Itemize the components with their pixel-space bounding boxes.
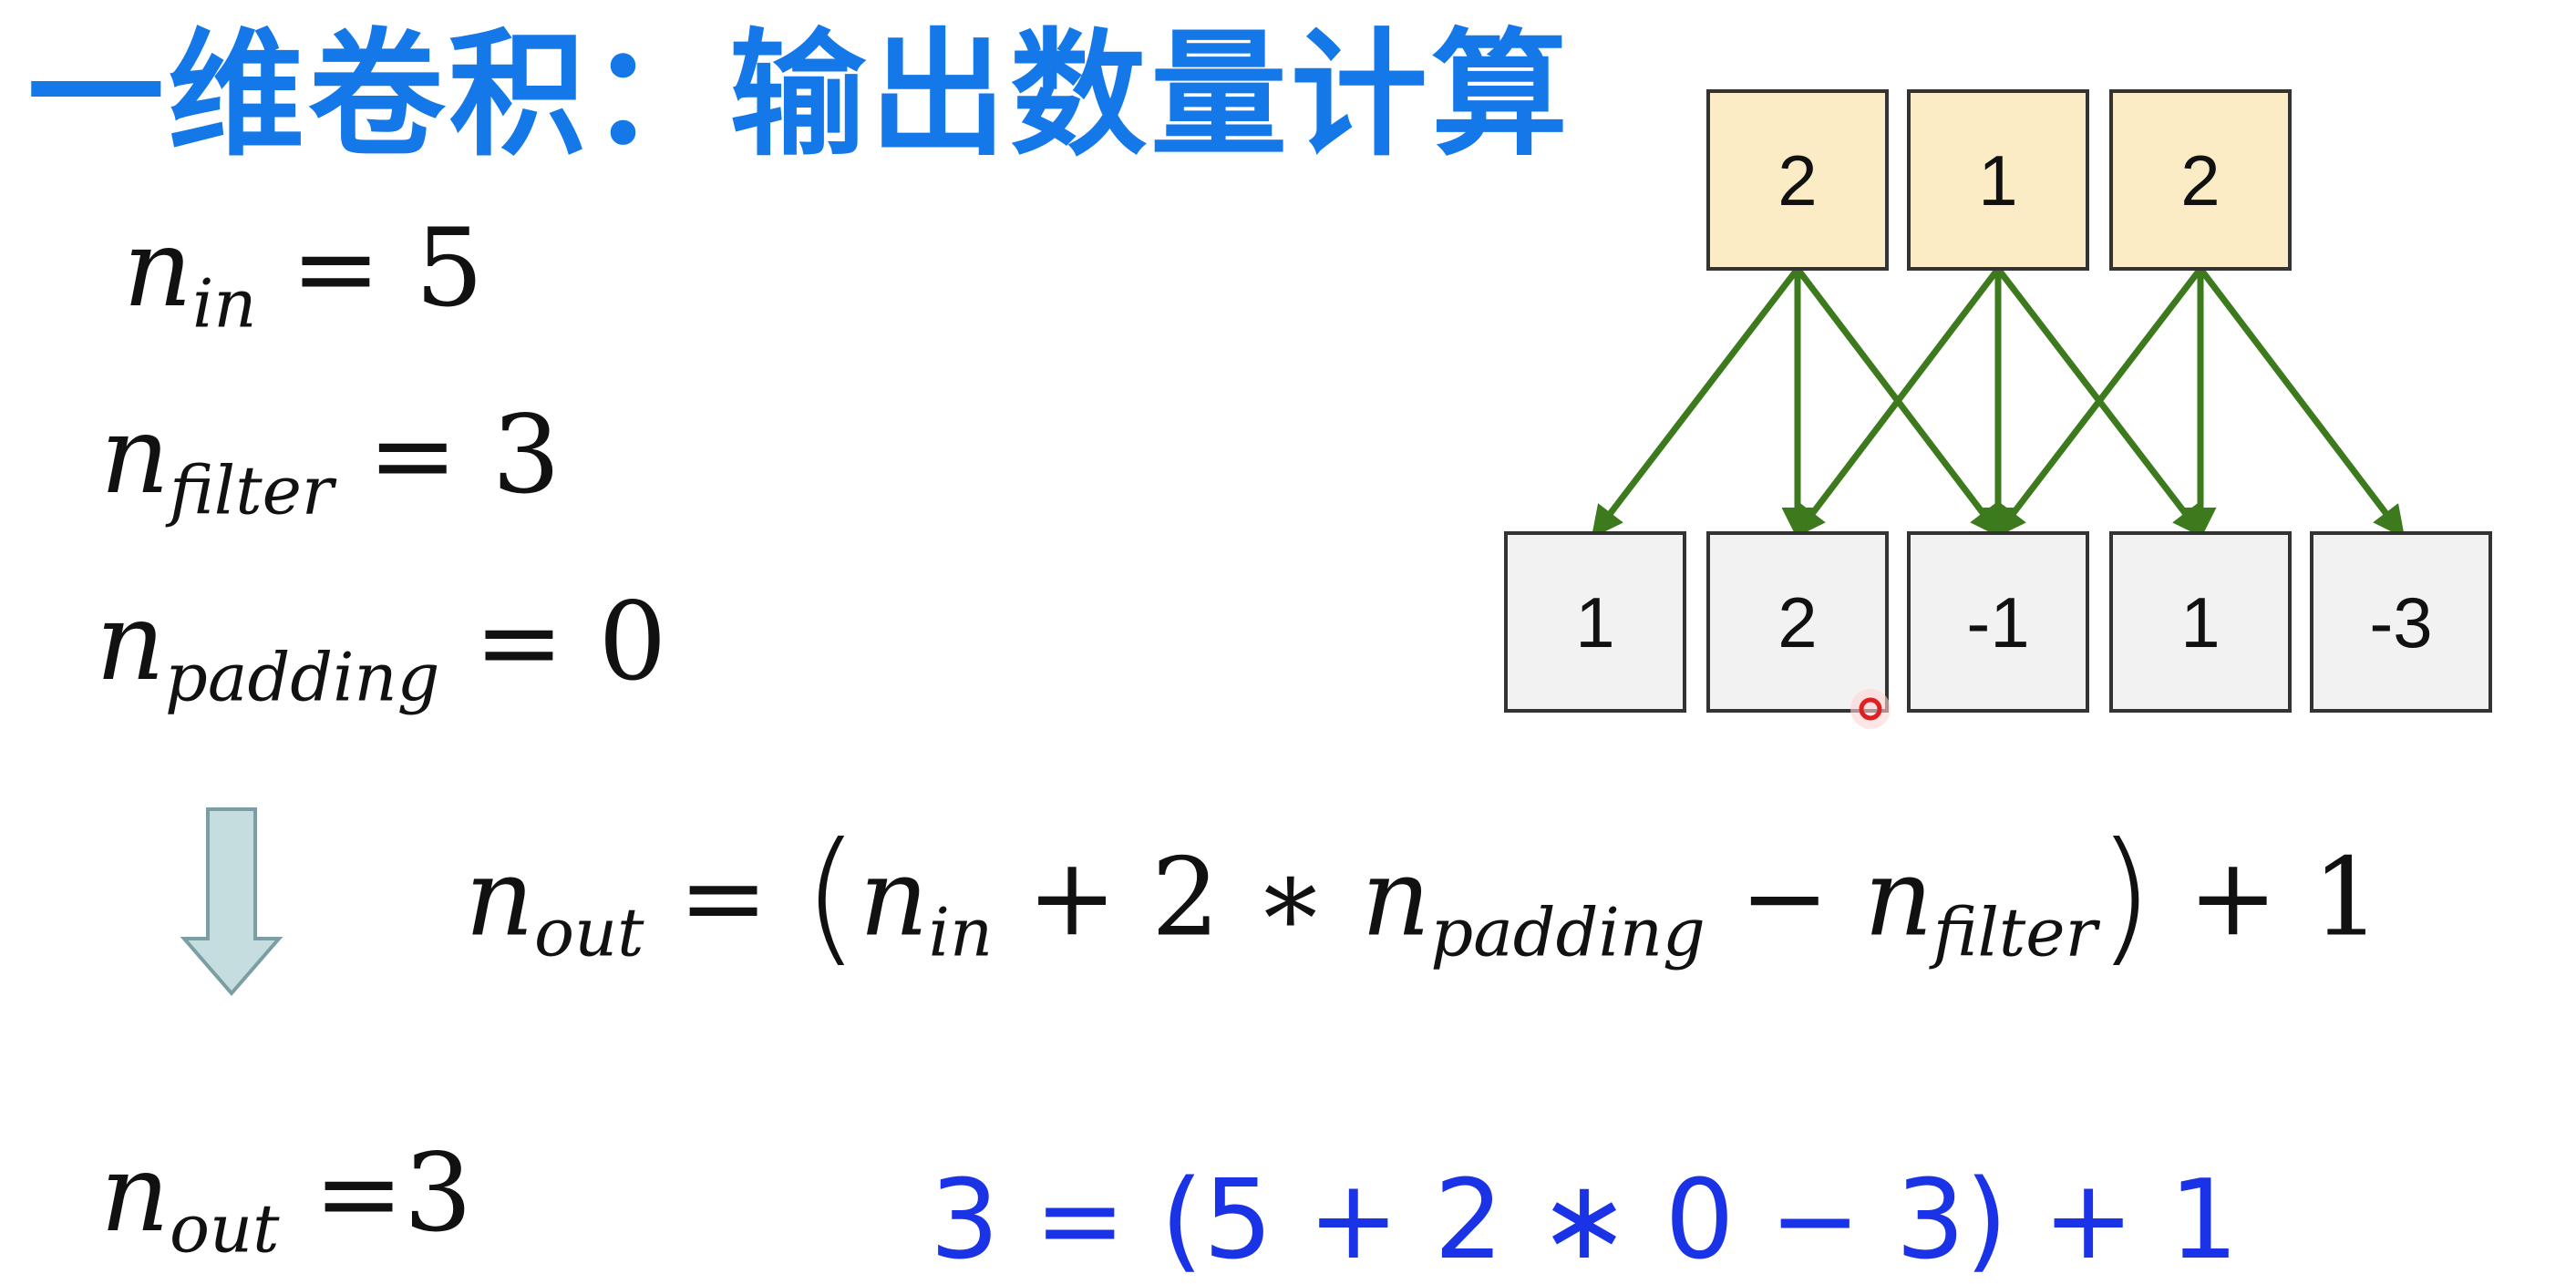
formula-n-in-subscript: in (928, 894, 994, 972)
input-cell: -1 (1907, 531, 2089, 713)
n-in-base: n (123, 205, 192, 331)
formula-left-paren: ( (802, 811, 860, 981)
connection-f3-i3 (1994, 266, 2203, 539)
formula-right-paren: ) (2097, 811, 2154, 981)
result-eq-sign: = (314, 1130, 404, 1256)
n-padding-eq-sign: = (473, 579, 564, 704)
connection-lines (1591, 266, 2406, 539)
input-cell-value: -3 (2369, 582, 2432, 663)
input-cell: 1 (1504, 531, 1686, 713)
input-cell: 2 (1706, 531, 1889, 713)
result-value: 3 (403, 1130, 473, 1256)
formula-two: 2 (1151, 834, 1221, 960)
formula-n-padding-base: n (1361, 834, 1431, 960)
filter-cell: 2 (2109, 89, 2292, 271)
n-in-equation: nin = 5 (123, 205, 484, 343)
formula-eq-sign: = (678, 834, 768, 960)
n-filter-subscript: filter (170, 452, 334, 530)
formula-n-padding-subscript: padding (1430, 894, 1705, 972)
formula-n-filter-base: n (1863, 834, 1933, 960)
input-cell-value: -1 (1966, 582, 2029, 663)
n-padding-value: 0 (598, 579, 667, 704)
page-title: 一维卷积：输出数量计算 (27, 16, 1572, 175)
n-filter-base: n (100, 392, 170, 518)
filter-cell-value: 2 (1777, 140, 1817, 221)
numeric-substitution: 3 = (5 + 2 ∗ 0 − 3) + 1 (930, 1157, 2239, 1284)
result-base: n (100, 1130, 170, 1256)
connection-f2-i2 (1793, 266, 2001, 539)
input-cell-value: 2 (1777, 582, 1817, 663)
formula-times: ∗ (1253, 834, 1327, 960)
n-padding-equation: npadding = 0 (96, 579, 666, 716)
formula-n-filter-subscript: filter (1932, 894, 2097, 972)
down-arrow-icon (180, 807, 283, 997)
input-cell-value: 1 (1575, 582, 1614, 663)
n-padding-base: n (96, 579, 165, 704)
formula-one: 1 (2312, 834, 2381, 960)
n-filter-eq-sign: = (367, 392, 459, 518)
n-in-eq-sign: = (291, 205, 381, 331)
input-cell: 1 (2109, 531, 2292, 713)
filter-row: 2 1 2 (1706, 89, 2292, 271)
connection-f3-i5 (2198, 266, 2406, 539)
formula-minus: − (1739, 834, 1830, 960)
filter-cell-value: 2 (2180, 140, 2220, 221)
filter-cell-value: 1 (1978, 140, 2017, 221)
n-padding-subscript: padding (165, 639, 440, 717)
formula-plus-2: + (2188, 834, 2279, 960)
formula-lhs-subscript: out (534, 894, 644, 972)
formula-lhs-base: n (465, 834, 534, 960)
formula-plus-1: + (1026, 834, 1118, 960)
n-filter-value: 3 (491, 392, 561, 518)
input-cell-value: 1 (2180, 582, 2220, 663)
input-row: 1 2 -1 1 -3 (1504, 531, 2492, 713)
output-size-formula: nout = (nin + 2 ∗ npadding − nfilter) + … (465, 811, 2381, 981)
connection-f1-i1 (1591, 266, 1800, 539)
filter-cell: 1 (1907, 89, 2089, 271)
n-in-subscript: in (192, 265, 257, 344)
n-filter-equation: nfilter = 3 (100, 392, 561, 529)
filter-cell: 2 (1706, 89, 1889, 271)
cursor-icon (1850, 689, 1891, 729)
n-in-value: 5 (415, 205, 484, 331)
formula-n-in-base: n (859, 834, 929, 960)
n-out-result: nout =3 (100, 1130, 472, 1268)
result-subscript: out (170, 1190, 280, 1269)
input-cell: -3 (2310, 531, 2492, 713)
